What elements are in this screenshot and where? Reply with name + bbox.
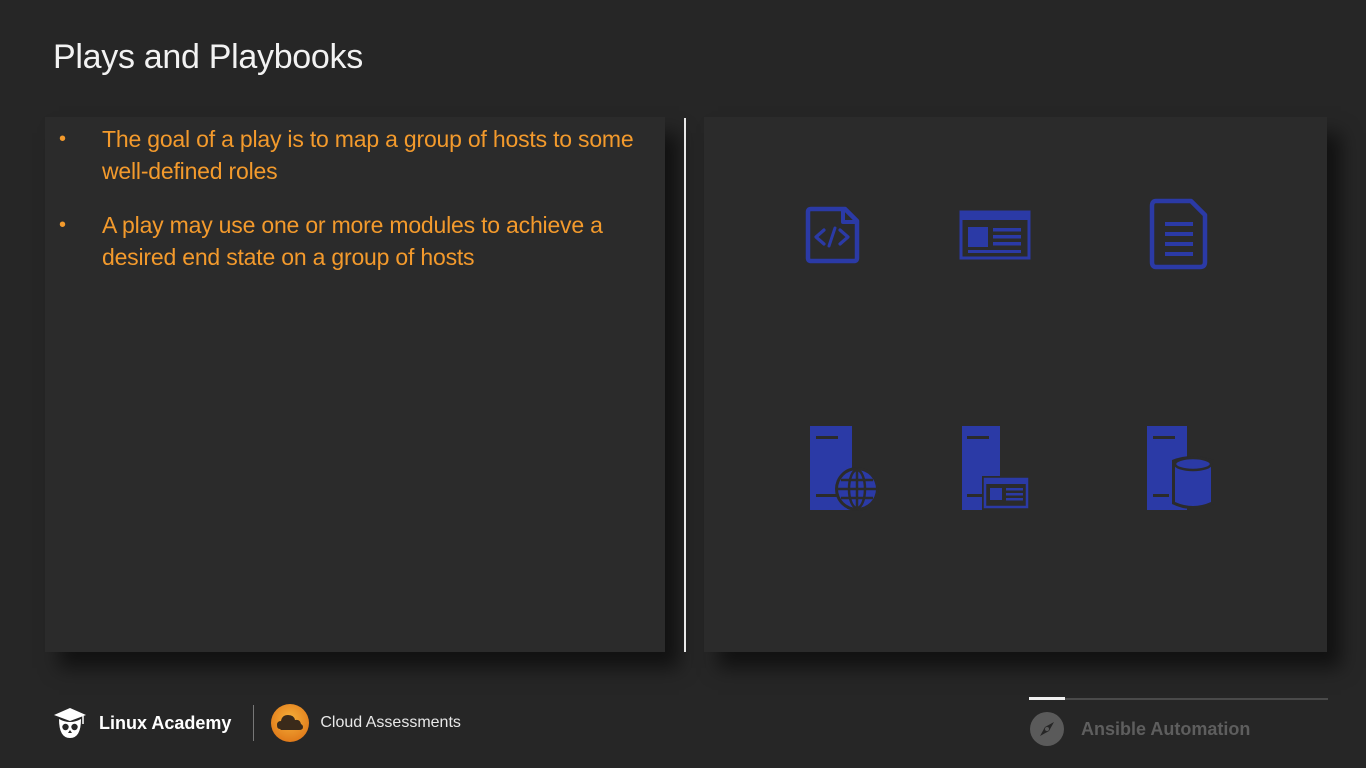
icon-panel xyxy=(704,117,1327,652)
bullet-item: • A play may use one or more modules to … xyxy=(45,209,655,273)
web-browser-icon xyxy=(959,210,1031,260)
course-progress-bar xyxy=(1029,697,1328,700)
bullet-text: The goal of a play is to map a group of … xyxy=(102,126,634,184)
bullet-text: A play may use one or more modules to ac… xyxy=(102,212,603,270)
bullet-list: • The goal of a play is to map a group o… xyxy=(45,123,655,295)
text-panel: • The goal of a play is to map a group o… xyxy=(45,117,665,652)
bullet-marker: • xyxy=(59,128,66,150)
course-label: Ansible Automation xyxy=(1029,711,1250,747)
footer-divider xyxy=(253,705,255,741)
document-icon xyxy=(1149,198,1208,270)
cloud-assessments-logo-icon xyxy=(271,704,310,742)
bullet-item: • The goal of a play is to map a group o… xyxy=(45,123,655,187)
panel-divider xyxy=(684,118,686,652)
bullet-marker: • xyxy=(59,214,66,236)
brand-name: Linux Academy xyxy=(99,712,232,733)
owl-graduate-icon xyxy=(54,708,86,738)
app-server-icon xyxy=(962,426,1030,510)
course-progress-fill xyxy=(1029,697,1065,700)
course-name: Ansible Automation xyxy=(1081,718,1251,739)
web-server-icon xyxy=(810,426,879,511)
compass-icon xyxy=(1030,712,1064,746)
code-file-icon xyxy=(805,206,860,264)
footer-brand: Linux Academy Cloud Assessments xyxy=(53,703,461,743)
database-server-icon xyxy=(1147,426,1214,510)
partner-name: Cloud Assessments xyxy=(320,714,461,731)
slide-title: Plays and Playbooks xyxy=(53,38,363,76)
